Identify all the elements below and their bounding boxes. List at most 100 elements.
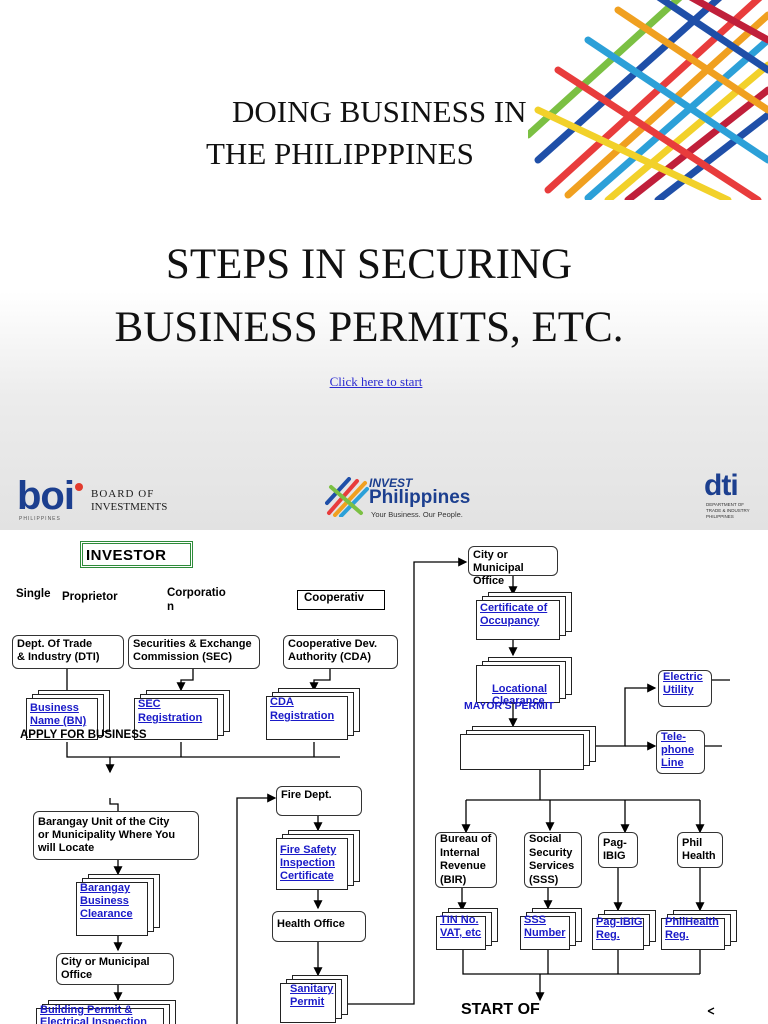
dti-logo-line2: TRADE & INDUSTRY [706, 508, 750, 513]
philhealth-reg-doc[interactable]: PhilHealth Reg. [661, 910, 737, 952]
barangay-clearance-doc[interactable]: Barangay Business Clearance [76, 874, 160, 938]
pagibig-box: Pag- IBIG [598, 832, 638, 868]
sss-box: Social Security Services (SSS) [524, 832, 582, 888]
sss-line4: (SSS) [529, 873, 559, 886]
flowchart-connectors [66, 557, 730, 1024]
sec-registration-line1[interactable]: SEC [138, 698, 161, 710]
barangay-clearance-line3[interactable]: Clearance [80, 908, 133, 920]
occupancy-line1[interactable]: Certificate of [480, 602, 548, 614]
boi-logo-line2: INVESTMENTS [91, 501, 168, 513]
doc-page [36, 1008, 164, 1024]
pagibig-reg-line1[interactable]: Pag-IBIG [596, 916, 643, 928]
mayors-permit-doc[interactable] [460, 726, 596, 770]
philhealth-reg-line2[interactable]: Reg. [665, 929, 689, 941]
cda-box-line1: Cooperative Dev. [288, 638, 378, 650]
dti-logo-mark: dti [704, 469, 739, 502]
doc-page [460, 734, 584, 770]
cda-registration-doc[interactable]: CDA Registration [266, 688, 360, 742]
electric-utility-line1[interactable]: Electric [663, 671, 703, 683]
building-permit-line1[interactable]: Building Permit & [40, 1004, 133, 1016]
slide-heading-line2: BUSINESS PERMITS, ETC. [114, 304, 624, 351]
locational-clearance-doc[interactable]: Locational Clearance [476, 657, 572, 707]
building-permit-line2[interactable]: Electrical Inspection [40, 1016, 147, 1024]
bir-box: Bureau of Internal Revenue (BIR) [435, 832, 497, 888]
barangay-unit-box: Barangay Unit of the City or Municipalit… [33, 811, 199, 860]
tin-line2[interactable]: VAT, etc [440, 927, 482, 939]
boi-logo-country: PHILIPPINES [19, 516, 61, 522]
dti-logo-line1: DEPARTMENT OF [706, 502, 745, 507]
telephone-line-line3[interactable]: Line [661, 757, 684, 769]
pagibig-reg-doc[interactable]: Pag-IBIG Reg. [592, 910, 656, 952]
single-label: Single [16, 588, 51, 600]
philhealth-box: Phil Health [677, 832, 723, 868]
tin-doc[interactable]: TIN No. VAT, etc [436, 908, 498, 952]
doc-page [134, 698, 218, 740]
barangay-unit-line2: or Municipality Where You [38, 829, 176, 841]
fire-safety-line2[interactable]: Inspection [280, 857, 336, 869]
business-name-line2[interactable]: Name (BN) [30, 715, 87, 727]
sanitary-permit-line2[interactable]: Permit [290, 996, 325, 1008]
bir-line1: Bureau of [440, 833, 492, 845]
cda-registration-line2[interactable]: Registration [270, 710, 335, 722]
business-name-doc[interactable]: Business Name (BN) [26, 690, 110, 742]
sec-box: Securities & Exchange Commission (SEC) [128, 635, 260, 669]
doc-page [661, 918, 725, 950]
doc-page [476, 665, 560, 703]
electric-utility-line2[interactable]: Utility [663, 684, 694, 696]
sanitary-permit-line1[interactable]: Sanitary [290, 983, 334, 995]
bir-line4: (BIR) [440, 873, 467, 886]
telephone-line-box[interactable]: Tele- phone Line [656, 730, 705, 774]
boi-logo-mark: boi [17, 474, 75, 518]
cooperative-label: Cooperativ [304, 592, 365, 604]
philhealth-line2: Health [682, 850, 716, 862]
sss-number-doc[interactable]: SSS Number [520, 908, 582, 952]
sss-number-line2[interactable]: Number [524, 927, 566, 939]
pagibig-reg-line2[interactable]: Reg. [596, 929, 620, 941]
telephone-line-line2[interactable]: phone [661, 744, 694, 756]
slide-title-line1: DOING BUSINESS IN [232, 94, 527, 129]
doc-page [436, 916, 486, 950]
cda-box: Cooperative Dev. Authority (CDA) [283, 635, 398, 669]
sss-line1: Social [529, 833, 562, 845]
dti-box: Dept. Of Trade & Industry (DTI) [12, 635, 124, 669]
city-municipal-office-2-line2: Office [473, 575, 505, 587]
start-of-label: START OF [461, 1001, 540, 1018]
city-municipal-office-line2: Office [61, 969, 93, 981]
bir-line2: Internal [440, 846, 480, 859]
start-link[interactable]: Click here to start [329, 374, 423, 389]
tin-line1[interactable]: TIN No. [440, 914, 479, 926]
barangay-clearance-line2[interactable]: Business [80, 895, 129, 907]
building-permit-doc[interactable]: Building Permit & Electrical Inspection [36, 1000, 176, 1024]
sec-box-line2: Commission (SEC) [133, 651, 233, 663]
philhealth-reg-line1[interactable]: PhilHealth [665, 916, 719, 928]
certificate-of-occupancy-doc[interactable]: Certificate of Occupancy [476, 592, 572, 640]
sec-registration-doc[interactable]: SEC Registration [134, 690, 230, 742]
pagibig-line2: IBIG [603, 850, 626, 862]
city-municipal-office-2-box: City or Municipal Office [468, 546, 558, 587]
fire-safety-line1[interactable]: Fire Safety [280, 844, 337, 856]
sss-number-line1[interactable]: SSS [524, 914, 547, 926]
health-office-label: Health Office [277, 918, 345, 930]
telephone-line-line1[interactable]: Tele- [661, 731, 686, 743]
decorative-stripes [528, 0, 768, 200]
occupancy-line2[interactable]: Occupancy [480, 615, 540, 627]
boi-logo-line1: BOARD OF [91, 488, 155, 500]
sanitary-permit-doc[interactable]: Sanitary Permit [280, 975, 348, 1024]
business-name-line1[interactable]: Business [30, 702, 79, 714]
fire-safety-line3[interactable]: Certificate [280, 870, 334, 882]
barangay-clearance-line1[interactable]: Barangay [80, 882, 131, 894]
cda-registration-line1[interactable]: CDA [270, 696, 294, 708]
doc-page [26, 698, 98, 740]
sec-box-line1: Securities & Exchange [133, 638, 252, 650]
dti-box-line2: & Industry (DTI) [17, 651, 100, 663]
investor-box: INVESTOR [80, 541, 193, 568]
sec-registration-line2[interactable]: Registration [138, 712, 203, 724]
locational-line2[interactable]: Clearance [492, 695, 545, 707]
locational-line1[interactable]: Locational [492, 683, 548, 695]
bir-line3: Revenue [440, 860, 486, 872]
invest-logo-line2: Philippines [369, 487, 471, 508]
fire-safety-certificate-doc[interactable]: Fire Safety Inspection Certificate [276, 830, 360, 892]
electric-utility-box[interactable]: Electric Utility [658, 670, 712, 707]
pagibig-line1: Pag- [603, 837, 627, 849]
doc-page [476, 600, 560, 640]
